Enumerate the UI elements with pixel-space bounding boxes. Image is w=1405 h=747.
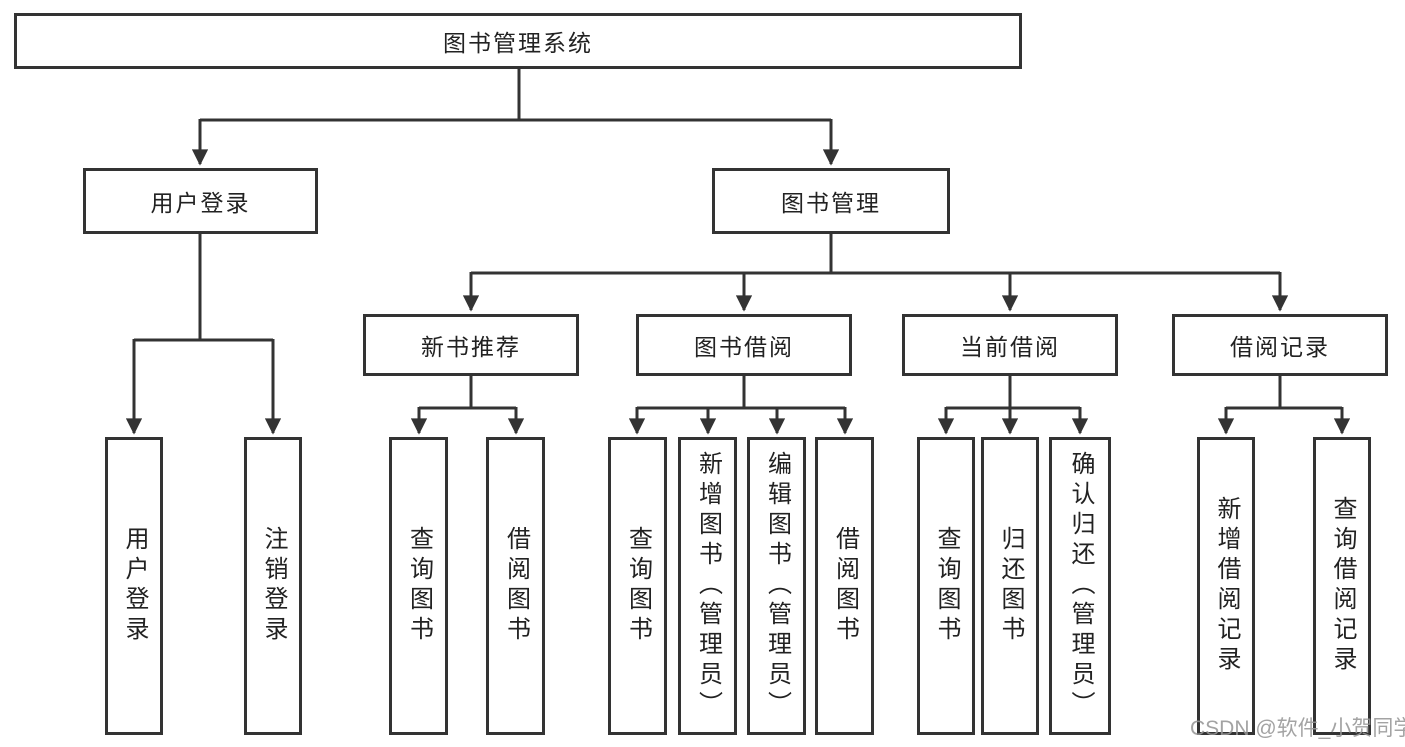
leaf-label: 确认归还（管理员） [1067, 451, 1094, 721]
node-label: 图书借阅 [694, 334, 794, 360]
leaf-label: 新增借阅记录 [1213, 496, 1240, 676]
leaf-add-borrow-record: 新增借阅记录 [1197, 437, 1255, 735]
leaf-confirm-return-admin: 确认归还（管理员） [1049, 437, 1111, 735]
leaf-label: 查询图书 [933, 526, 960, 646]
leaf-label: 查询图书 [405, 526, 433, 646]
node-library-management-system: 图书管理系统 [14, 13, 1022, 69]
node-current-borrow: 当前借阅 [902, 314, 1118, 376]
leaf-query-books-current: 查询图书 [917, 437, 975, 735]
node-user-login: 用户登录 [83, 168, 318, 234]
leaf-label: 借阅图书 [502, 526, 530, 646]
node-label: 用户登录 [150, 190, 251, 216]
node-label: 当前借阅 [960, 334, 1060, 360]
leaf-borrow-books-recommend: 借阅图书 [486, 437, 545, 735]
leaf-label: 新增图书（管理员） [694, 451, 722, 721]
leaf-query-borrow-record: 查询借阅记录 [1313, 437, 1371, 735]
leaf-return-books: 归还图书 [981, 437, 1039, 735]
leaf-borrow-books: 借阅图书 [815, 437, 874, 735]
leaf-logout: 注销登录 [244, 437, 302, 735]
leaf-query-books-recommend: 查询图书 [389, 437, 448, 735]
leaf-label: 注销登录 [260, 526, 287, 646]
leaf-add-books-admin: 新增图书（管理员） [678, 437, 737, 735]
leaf-label: 查询图书 [624, 526, 652, 646]
node-new-book-recommend: 新书推荐 [363, 314, 579, 376]
node-label: 图书管理系统 [443, 30, 593, 56]
leaf-label: 归还图书 [997, 526, 1024, 646]
node-label: 新书推荐 [421, 334, 521, 360]
leaf-label: 查询借阅记录 [1329, 496, 1356, 676]
leaf-user-login: 用户登录 [105, 437, 163, 735]
leaf-label: 借阅图书 [831, 526, 859, 646]
leaf-edit-books-admin: 编辑图书（管理员） [747, 437, 806, 735]
node-label: 图书管理 [781, 190, 881, 216]
node-borrow-records: 借阅记录 [1172, 314, 1388, 376]
leaf-query-books-borrow: 查询图书 [608, 437, 667, 735]
node-book-management: 图书管理 [712, 168, 950, 234]
leaf-label: 用户登录 [121, 526, 148, 646]
node-label: 借阅记录 [1230, 334, 1330, 360]
node-book-borrow: 图书借阅 [636, 314, 852, 376]
leaf-label: 编辑图书（管理员） [763, 451, 791, 721]
